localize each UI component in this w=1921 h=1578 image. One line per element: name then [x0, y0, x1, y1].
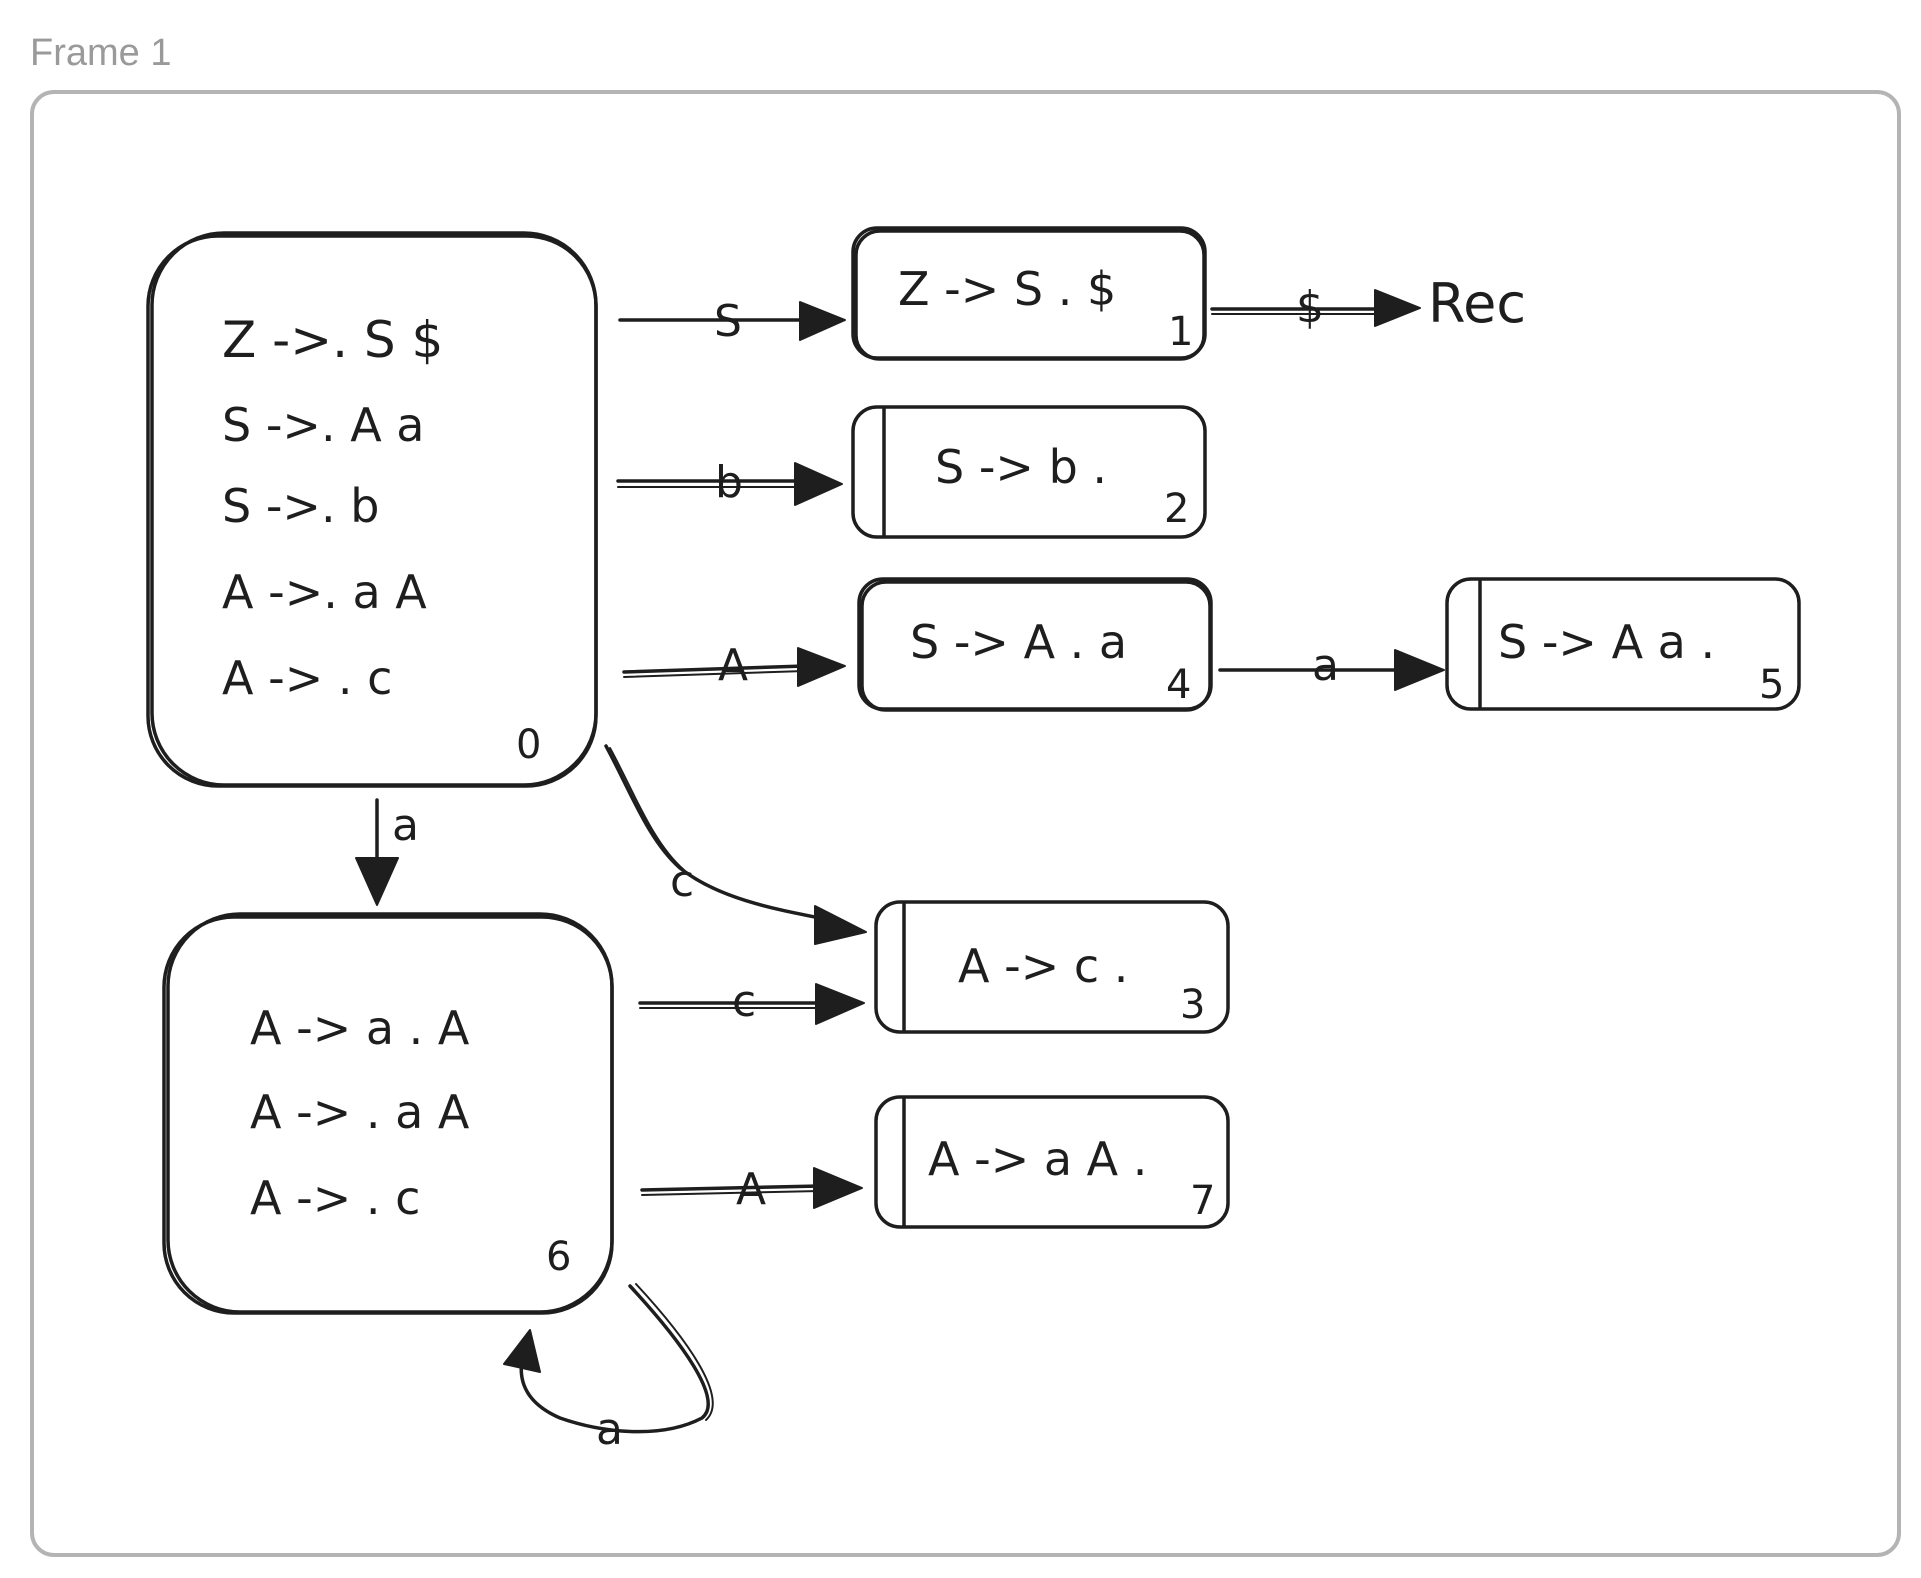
- state-2[interactable]: S -> b . 2: [851, 405, 1207, 539]
- transition-4-to-5[interactable]: a: [1218, 640, 1445, 691]
- state-6-item: A -> . a A: [250, 1085, 470, 1139]
- state-0-item: A ->. a A: [222, 565, 427, 619]
- state-7-number: 7: [1190, 1178, 1215, 1224]
- state-6-item: A -> . c: [250, 1171, 420, 1225]
- state-2-number: 2: [1164, 486, 1189, 532]
- transition-6-to-3[interactable]: c: [638, 976, 865, 1027]
- transition-label: a: [392, 800, 419, 851]
- transition-label: a: [1312, 640, 1339, 691]
- state-1[interactable]: Z -> S . $ 1: [851, 226, 1207, 361]
- transition-label: c: [732, 976, 756, 1027]
- transition-0-to-3[interactable]: c: [604, 744, 867, 945]
- transition-label: S: [714, 296, 742, 347]
- transition-label: A: [736, 1164, 766, 1215]
- transition-6-to-7[interactable]: A: [640, 1164, 863, 1215]
- transition-0-to-2[interactable]: b: [616, 457, 843, 508]
- state-5-number: 5: [1759, 662, 1784, 708]
- transition-6-self-loop[interactable]: a: [503, 1283, 714, 1455]
- state-5[interactable]: S -> A a . 5: [1445, 577, 1801, 711]
- state-6[interactable]: A -> a . A A -> . a A A -> . c 6: [162, 912, 614, 1315]
- state-0-item: S ->. A a: [222, 398, 425, 452]
- transition-0-to-6[interactable]: a: [355, 798, 419, 906]
- frame-border: [30, 90, 1901, 1557]
- state-6-number: 6: [546, 1234, 571, 1280]
- transition-1-accept[interactable]: $: [1210, 282, 1421, 333]
- transition-0-to-4[interactable]: A: [622, 640, 846, 691]
- accept-label: Rec: [1428, 272, 1526, 335]
- state-1-number: 1: [1168, 309, 1193, 355]
- state-6-item: A -> a . A: [250, 1001, 470, 1055]
- frame-title: Frame 1: [30, 32, 172, 74]
- state-4-item: S -> A . a: [910, 615, 1127, 669]
- state-1-item: Z -> S . $: [898, 262, 1116, 316]
- transition-label: b: [715, 457, 743, 508]
- state-3-item: A -> c .: [958, 939, 1128, 993]
- transition-label: $: [1296, 282, 1324, 333]
- state-4[interactable]: S -> A . a 4: [857, 577, 1213, 712]
- state-0-item: S ->. b: [222, 479, 379, 533]
- state-0-item: A -> . c: [222, 651, 392, 705]
- state-3[interactable]: A -> c . 3: [874, 900, 1230, 1034]
- transition-label: c: [670, 856, 694, 907]
- state-7-item: A -> a A .: [928, 1132, 1147, 1186]
- state-7[interactable]: A -> a A . 7: [874, 1095, 1230, 1229]
- transition-0-to-1[interactable]: S: [618, 296, 846, 347]
- state-0[interactable]: Z ->. S $ S ->. A a S ->. b A ->. a A A …: [146, 231, 598, 788]
- state-0-item: Z ->. S $: [222, 311, 443, 369]
- state-4-number: 4: [1166, 662, 1191, 708]
- state-2-item: S -> b .: [935, 440, 1107, 494]
- transition-label: a: [596, 1404, 623, 1455]
- state-3-number: 3: [1180, 982, 1205, 1028]
- transition-label: A: [718, 640, 748, 691]
- state-5-item: S -> A a .: [1498, 615, 1715, 669]
- state-0-number: 0: [516, 722, 541, 768]
